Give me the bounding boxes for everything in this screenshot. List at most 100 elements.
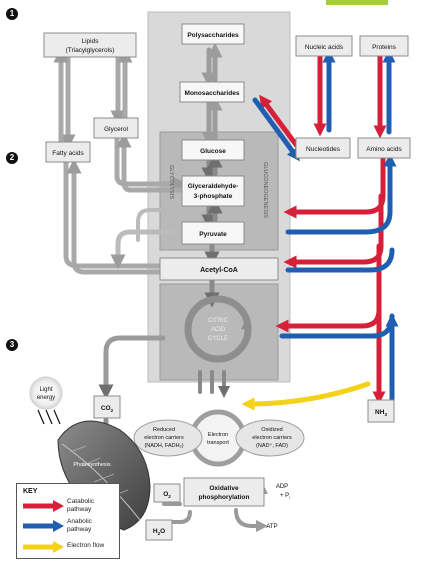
key-title: KEY xyxy=(23,488,38,495)
glycolysis-label: GLYCOLYSIS xyxy=(168,165,174,199)
proteins-label: Proteins xyxy=(372,44,397,51)
step-1-marker: 1 xyxy=(6,8,18,20)
proteins-box xyxy=(359,35,409,57)
lipids-box xyxy=(43,32,137,58)
oxphos-label: Oxidative xyxy=(209,485,239,492)
pyruvate-branch-arrow xyxy=(110,229,178,270)
lipids-sublabel: (Triacylglycerols) xyxy=(66,47,115,54)
light-rays xyxy=(37,409,61,425)
co2-box xyxy=(93,395,121,419)
acetyl-coa-box xyxy=(159,257,279,281)
nucleic-acids-label: Nucleic acids xyxy=(305,44,344,51)
oxygen-water-arrows xyxy=(162,502,192,524)
g3p-box xyxy=(181,175,245,207)
catabolic-key-label: Catabolic pathway xyxy=(67,498,95,513)
oxphos-box xyxy=(183,477,265,507)
fatty-acids-to-acetyl-coa-arrow xyxy=(63,160,180,274)
pyruvate-to-amino-acids-arrow xyxy=(285,153,397,235)
leaf-vein xyxy=(61,443,141,521)
citric-acid-cycle-ring xyxy=(184,295,252,363)
reduced-carriers-label: Reduced xyxy=(153,427,175,433)
co2-label: CO2 xyxy=(101,405,114,413)
light-energy-sublabel: energy xyxy=(37,395,55,401)
nucleotides-to-monosaccharides-arrow xyxy=(259,94,303,153)
adp-label: ADP xyxy=(276,484,288,490)
nh3-box xyxy=(367,399,395,423)
oxphos-to-atp-arrow xyxy=(234,508,268,532)
pyruvate-label: Pyruvate xyxy=(199,231,227,238)
acetyl-coa-to-fatty-acids-arrow xyxy=(66,158,175,275)
gluconeogenesis-label: GLUCONEOGENESIS xyxy=(262,162,268,218)
step-3-marker: 3 xyxy=(6,339,18,351)
monosaccharides-label: Monosaccharides xyxy=(185,90,240,97)
o2-box xyxy=(153,483,181,503)
anabolic-arrows xyxy=(252,49,399,403)
nh3-label: NH3 xyxy=(375,409,387,417)
reduced-carriers-formula: (NADH, FADH₂) xyxy=(144,443,183,449)
oxidized-carriers-label: Oxidized xyxy=(261,427,282,433)
polysaccharides-box xyxy=(181,23,245,45)
g3p-label: Glyceraldehyde- xyxy=(188,183,239,190)
citric-label-2: ACID xyxy=(211,327,226,333)
glucose-box xyxy=(181,139,245,161)
citric-label-3: CYCLE xyxy=(208,336,228,342)
step-2-marker: 2 xyxy=(6,152,18,164)
light-energy-label: Light xyxy=(39,387,52,393)
photosynthesis-label: Photosynthesis xyxy=(73,462,111,468)
monosaccharides-box xyxy=(179,81,245,103)
lipids-label: Lipids xyxy=(82,38,100,45)
key-catabolic-row: Catabolic pathway xyxy=(21,498,119,514)
cycle-to-co2-arrow xyxy=(98,335,166,400)
catabolic-arrows xyxy=(259,52,387,405)
diagram-labels: Polysaccharides Monosaccharides Lipids (… xyxy=(37,32,403,536)
accent-bar xyxy=(326,0,388,5)
glycerol-box xyxy=(93,117,139,139)
atp-label: ATP xyxy=(266,524,277,530)
node-boxes xyxy=(43,23,411,541)
g3p-sublabel: 3-phosphate xyxy=(194,193,233,200)
amino-acids-label: Amino acids xyxy=(366,146,402,153)
h2o-box xyxy=(145,519,173,541)
citric-label-1: CITRIC xyxy=(208,318,229,324)
g3p-to-glycerol-arrow xyxy=(116,132,183,193)
electron-transport-label: Electron xyxy=(208,432,228,438)
light-energy-bulb xyxy=(29,376,63,410)
amino-acids-box xyxy=(357,137,411,159)
photosynthesis-illustration xyxy=(29,376,151,531)
electron-transport-ring xyxy=(133,409,305,467)
fatty-acids-box xyxy=(45,141,91,163)
electron-flow-key-arrow-icon xyxy=(23,541,64,553)
fatty-acids-label: Fatty acids xyxy=(52,150,84,157)
polysaccharides-label: Polysaccharides xyxy=(187,32,239,39)
acetyl-coa-to-amino-acids-arrow xyxy=(285,247,395,273)
legend-key: KEY Catabolic pathway Anabolic pathway E… xyxy=(16,483,120,559)
oxidized-carriers-formula: (NAD⁺, FAD) xyxy=(256,442,288,449)
amino-acids-to-cycle-arrow xyxy=(275,243,382,333)
reduced-carriers-sublabel: electron carriers xyxy=(144,435,184,441)
glucose-label: Glucose xyxy=(200,148,226,155)
nucleic-acids-box xyxy=(295,35,353,57)
monosaccharides-to-nucleotides-arrow xyxy=(252,97,300,162)
o2-label: O2 xyxy=(163,491,171,499)
acetyl-coa-label: Acetyl-CoA xyxy=(200,267,238,274)
anabolic-key-label: Anabolic pathway xyxy=(67,518,92,533)
glycerol-label: Glycerol xyxy=(104,126,128,133)
oxphos-sublabel: phosphorylation xyxy=(199,494,250,501)
key-anabolic-row: Anabolic pathway xyxy=(21,518,119,534)
amino-acids-to-g3p-arrow xyxy=(283,154,386,219)
pyruvate-box xyxy=(181,221,245,245)
oxidized-carriers-sublabel: electron carriers xyxy=(252,435,292,441)
pi-label: + Pi xyxy=(280,493,290,500)
amino-acids-to-acetyl-coa-arrow xyxy=(283,193,384,269)
catabolic-key-arrow-icon xyxy=(23,500,64,512)
h2o-label: H2O xyxy=(153,528,165,536)
glycolysis-side-arrow xyxy=(136,208,162,242)
electron-transport-sublabel: transport xyxy=(207,440,229,446)
key-electron-flow-row: Electron flow xyxy=(21,539,119,555)
anabolic-key-arrow-icon xyxy=(23,520,64,532)
cycle-to-carriers-arrows xyxy=(198,370,224,392)
electron-flow-arrow xyxy=(241,381,371,411)
nucleotides-label: Nucleotides xyxy=(306,146,341,153)
